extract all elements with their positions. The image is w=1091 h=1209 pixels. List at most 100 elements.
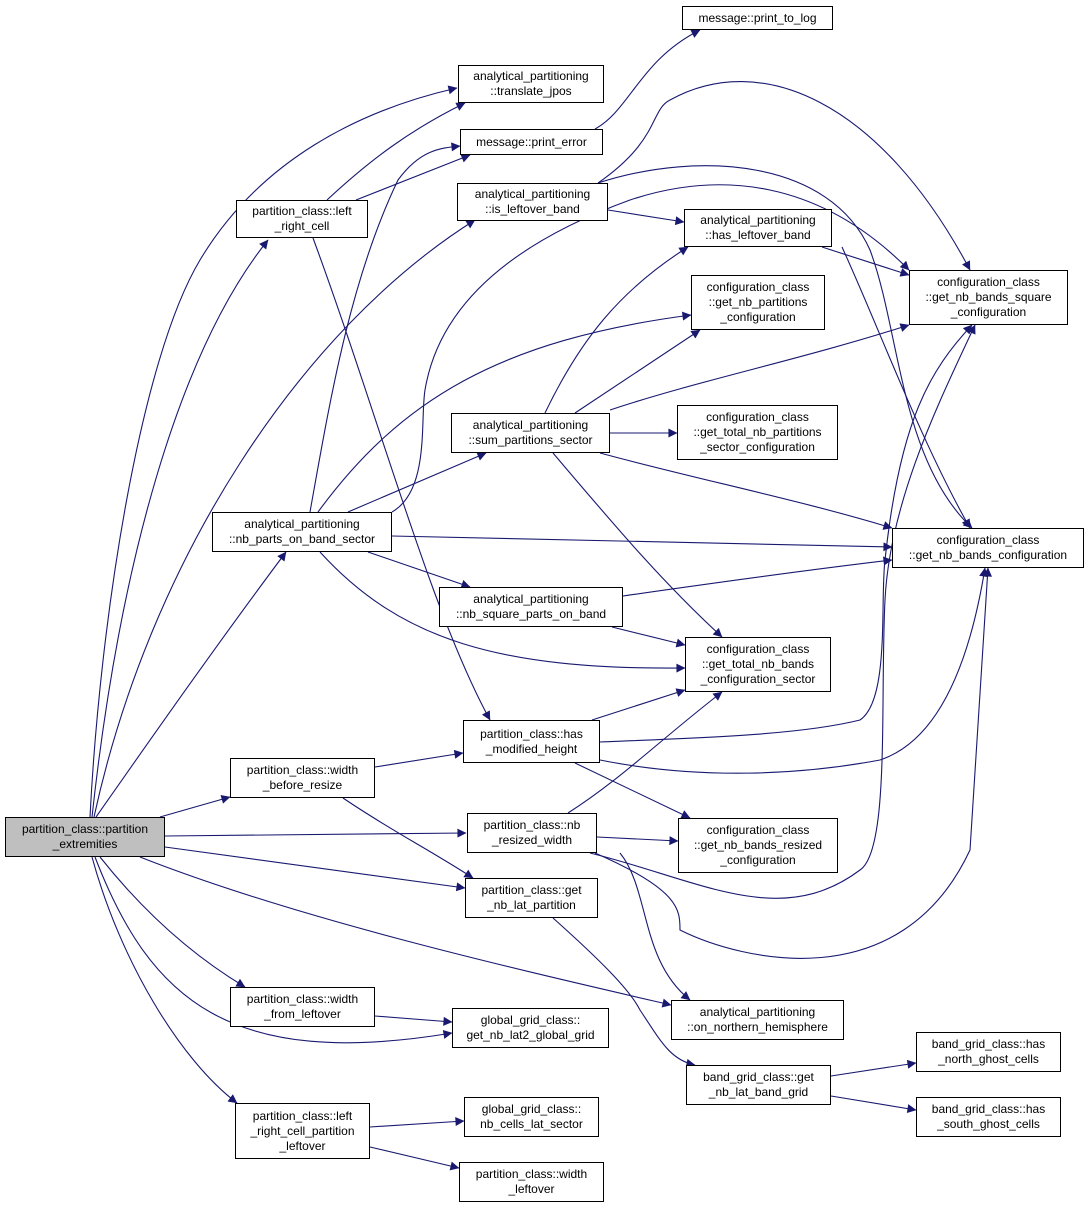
node-label-line: _configuration [720,310,796,324]
node-has-modified-height[interactable]: partition_class::has_modified_height [463,720,600,763]
edge-from-sum-partitions-sector [552,452,723,638]
node-nb-parts-on-band-sector[interactable]: analytical_partitioning::nb_parts_on_ban… [212,512,392,552]
node-get-nb-bands-square-configuration[interactable]: configuration_class::get_nb_bands_square… [909,270,1068,325]
node-label-line: ::nb_parts_on_band_sector [228,532,376,546]
node-label-line: ::get_nb_bands_square [925,290,1052,304]
node-nb-resized-width[interactable]: partition_class::nb_resized_width [467,813,597,853]
node-label-line: ::on_northern_hemisphere [687,1020,828,1034]
edge-from-nb-parts-on-band-sector [391,184,910,513]
node-on-northern-hemisphere[interactable]: analytical_partitioning::on_northern_hem… [671,1000,844,1040]
node-label-line: ::translate_jpos [490,84,572,98]
edge-from-is-leftover-band [607,209,685,226]
node-label-line: ::nb_square_parts_on_band [455,607,607,621]
node-get-nb-partitions-configuration[interactable]: configuration_class::get_nb_partitions_c… [691,275,825,330]
node-label-line: ::get_nb_bands_configuration [908,548,1068,562]
node-left-right-cell[interactable]: partition_class::left_right_cell [236,200,368,238]
node-has-leftover-band[interactable]: analytical_partitioning::has_leftover_ba… [684,209,832,247]
node-get-nb-lat-partition[interactable]: partition_class::get_nb_lat_partition [465,878,598,918]
node-width-from-leftover[interactable]: partition_class::width_from_leftover [230,987,375,1027]
node-nb-square-parts-on-band[interactable]: analytical_partitioning::nb_square_parts… [439,587,623,627]
node-label-line: analytical_partitioning [474,187,591,201]
node-label-line: configuration_class [706,642,810,656]
edge-from-width-from-leftover [374,1015,453,1026]
node-nb-cells-lat-sector[interactable]: global_grid_class::nb_cells_lat_sector [464,1097,599,1137]
edge-from-left-right-cell-partition-leftover [369,1117,465,1128]
node-label-line: configuration_class [706,410,809,424]
node-label-line: _sector_configuration [700,440,815,454]
node-label-line: ::get_total_nb_partitions [693,425,822,439]
node-label-line: _extremities [52,837,118,851]
node-label-line: configuration_class [706,280,810,294]
edge-from-nb-resized-width [596,836,679,846]
node-get-nb-bands-resized-configuration[interactable]: configuration_class::get_nb_bands_resize… [678,818,838,873]
node-get-total-nb-partitions-sector-configuration[interactable]: configuration_class::get_total_nb_partit… [677,405,838,460]
edge-from-partition-extremities [95,551,287,818]
node-label-line: _north_ghost_cells [938,1052,1039,1066]
node-left-right-cell-partition-leftover[interactable]: partition_class::left_right_cell_partiti… [235,1103,370,1159]
edge-from-has-modified-height [591,688,686,721]
edge-from-nb-parts-on-band-sector [347,452,487,513]
node-label-line: message::print_to_log [698,10,817,25]
node-print-to-log[interactable]: message::print_to_log [682,6,833,30]
node-label-line: message::print_error [476,134,587,149]
node-label-line: _south_ghost_cells [937,1117,1040,1131]
node-label-line: ::has_leftover_band [705,228,811,242]
edge-from-partition-extremities [99,856,246,988]
node-sum-partitions-sector[interactable]: analytical_partitioning::sum_partitions_… [451,413,610,453]
node-label-line: analytical_partitioning [244,517,360,531]
node-label-line: ::get_nb_bands_resized [693,838,823,852]
edge-from-sum-partitions-sector [609,323,910,411]
edge-from-left-right-cell [326,102,466,201]
node-has-south-ghost-cells[interactable]: band_grid_class::has_south_ghost_cells [916,1097,1061,1137]
edge-from-partition-extremities [93,219,476,818]
edge-from-partition-extremities [164,828,467,838]
edge-from-partition-extremities [89,85,458,818]
edge-from-is-leftover-band [597,81,971,271]
node-label-line: partition_class::left [252,204,352,218]
edge-from-nb-parts-on-band-sector [367,551,471,589]
node-label-line: partition_class::width [246,763,359,777]
node-print-error[interactable]: message::print_error [460,129,603,155]
node-get-total-nb-bands-configuration-sector[interactable]: configuration_class::get_total_nb_bands_… [685,637,831,692]
edge-from-has-leftover-band [821,246,910,277]
node-label-line: partition_class::partition [21,822,149,836]
node-get-nb-bands-configuration[interactable]: configuration_class::get_nb_bands_config… [892,528,1084,568]
node-partition-extremities[interactable]: partition_class::partition_extremities [5,817,165,857]
node-label-line: get_nb_lat2_global_grid [466,1028,595,1042]
edge-from-partition-extremities [159,795,231,818]
node-width-before-resize[interactable]: partition_class::width_before_resize [230,758,375,798]
node-label-line: _before_resize [262,778,343,792]
edge-from-nb-resized-width [594,567,993,959]
node-label-line: global_grid_class:: [481,1102,582,1116]
node-label-line: partition_class::width [246,992,359,1006]
edge-from-has-modified-height [599,567,989,774]
node-label-line: analytical_partitioning [472,418,589,432]
node-label-line: analytical_partitioning [699,1005,816,1019]
node-label-line: analytical_partitioning [700,213,816,227]
node-translate-jpos[interactable]: analytical_partitioning::translate_jpos [458,65,604,103]
edge-from-partition-extremities [139,856,672,1008]
node-width-leftover[interactable]: partition_class::width_leftover [459,1162,604,1202]
edge-from-has-leftover-band [841,246,971,529]
node-label-line: configuration_class [706,823,810,837]
node-label-line: _right_cell_partition [250,1123,355,1138]
edge-from-nb-square-parts-on-band [611,626,686,648]
node-label-line: ::get_nb_partitions [708,295,808,309]
edge-from-left-right-cell [355,153,471,201]
edge-from-partition-extremities [91,856,238,1104]
node-label-line: _configuration_sector [700,672,816,686]
node-label-line: global_grid_class:: [480,1013,581,1027]
node-is-leftover-band[interactable]: analytical_partitioning::is_leftover_ban… [457,183,608,221]
edge-from-partition-extremities [164,846,466,892]
node-label-line: nb_cells_lat_sector [480,1117,583,1131]
edge-from-get-nb-lat-band-grid [830,1095,917,1114]
node-get-nb-lat2-global-grid[interactable]: global_grid_class::get_nb_lat2_global_gr… [452,1008,609,1048]
node-label-line: band_grid_class::has [931,1102,1046,1116]
edge-from-nb-parts-on-band-sector [317,311,692,513]
edge-from-has-modified-height [574,762,691,819]
node-has-north-ghost-cells[interactable]: band_grid_class::has_north_ghost_cells [916,1032,1061,1072]
node-get-nb-lat-band-grid[interactable]: band_grid_class::get_nb_lat_band_grid [686,1065,831,1105]
edge-from-nb-parts-on-band-sector [319,551,686,673]
node-label-line: partition_class::nb [483,818,581,832]
